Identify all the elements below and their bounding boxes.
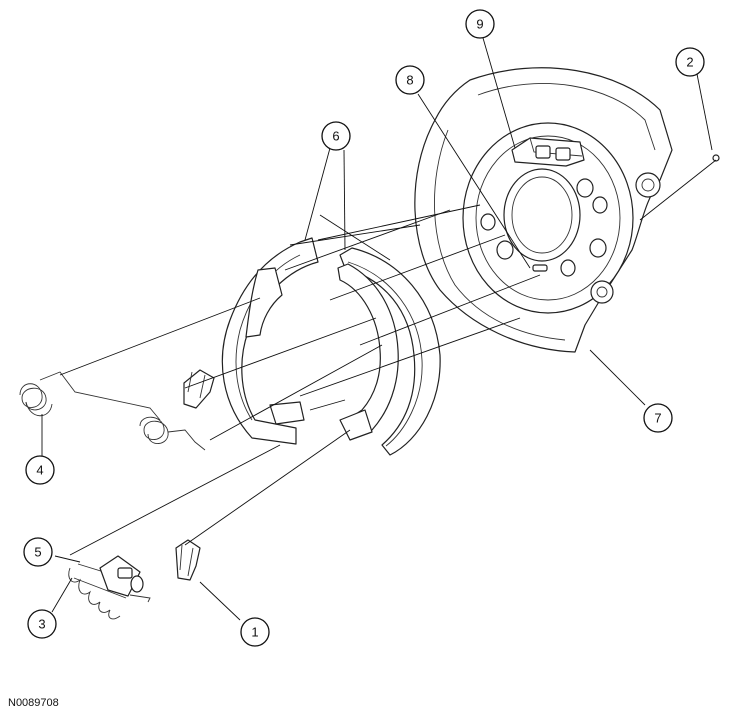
callout-1: 1 — [240, 617, 270, 647]
callout-7: 7 — [643, 403, 673, 433]
callout-4-label: 4 — [36, 463, 43, 478]
callout-7-label: 7 — [654, 411, 661, 426]
hold-down-clip-lower — [175, 539, 201, 581]
callout-3: 3 — [27, 609, 57, 639]
hold-down-pin — [712, 154, 720, 162]
hold-down-clip-upper — [183, 369, 215, 409]
callout-6-label: 6 — [332, 129, 339, 144]
callout-9: 9 — [465, 9, 495, 39]
return-spring — [19, 371, 206, 451]
adjuster-screw — [99, 555, 144, 597]
callout-5: 5 — [23, 537, 53, 567]
callout-1-label: 1 — [251, 625, 258, 640]
adjuster-assembly — [511, 137, 585, 167]
callout-9-label: 9 — [476, 17, 483, 32]
backing-plate — [414, 67, 673, 353]
callout-8-label: 8 — [406, 73, 413, 88]
callout-6: 6 — [321, 121, 351, 151]
callout-2-label: 2 — [686, 55, 693, 70]
callout-4: 4 — [25, 455, 55, 485]
leader-lines — [41, 37, 717, 621]
callout-3-label: 3 — [38, 617, 45, 632]
brake-shoe-front — [221, 237, 319, 445]
figure-id: N0089708 — [8, 697, 59, 709]
callout-2: 2 — [675, 47, 705, 77]
callout-8: 8 — [395, 65, 425, 95]
callout-5-label: 5 — [34, 545, 41, 560]
